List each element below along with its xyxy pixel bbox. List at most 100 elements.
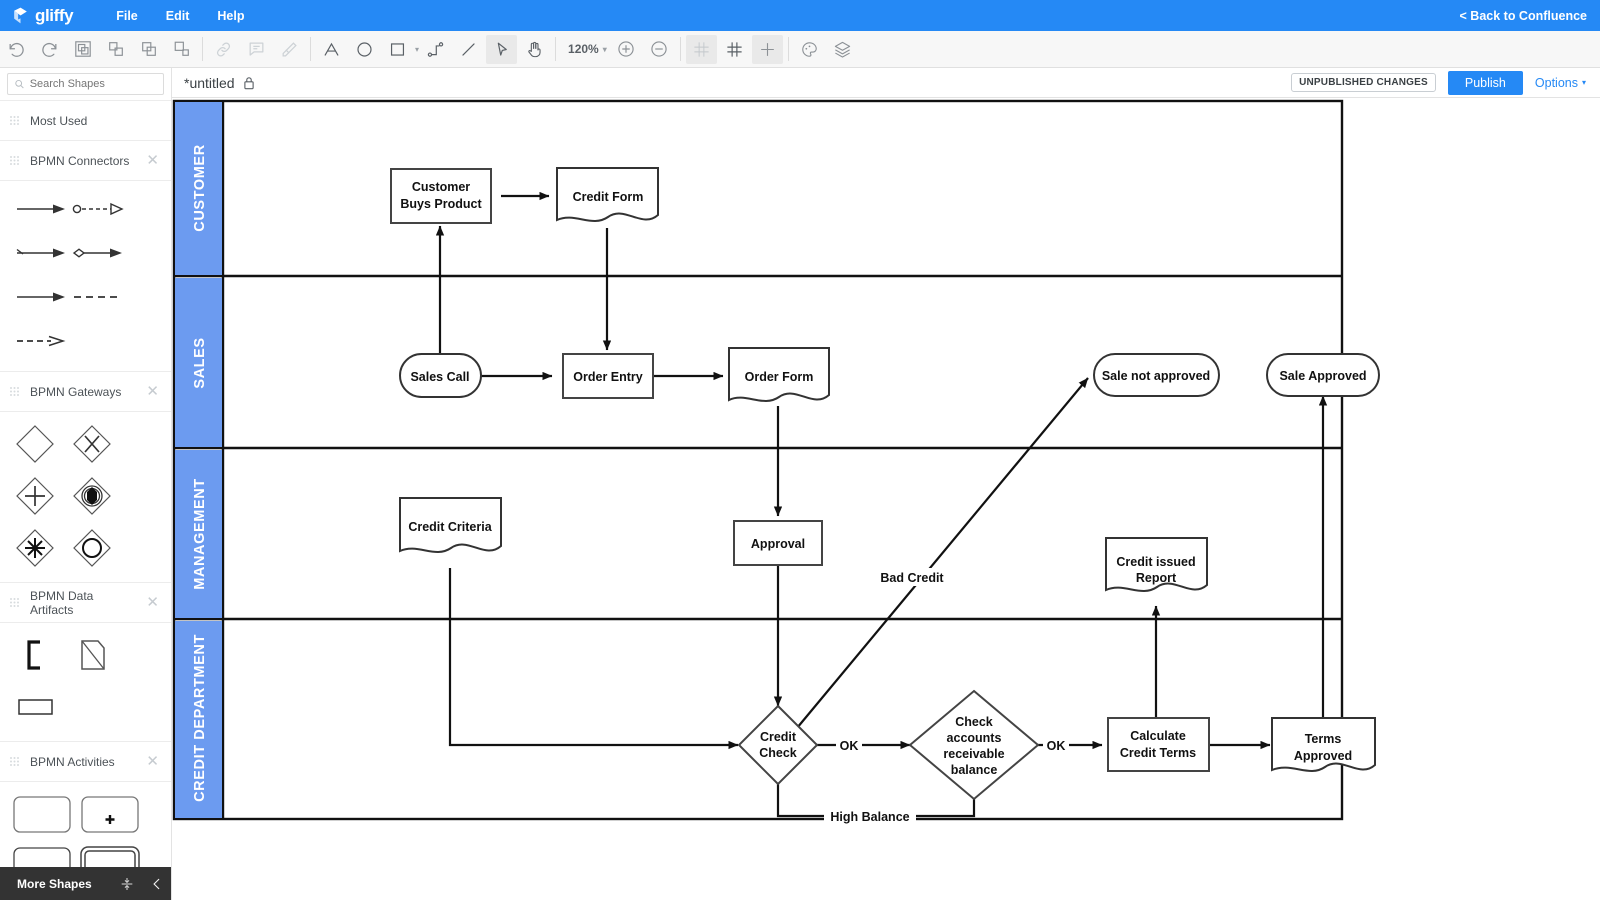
- shape-library-sidebar: Most Used BPMN Connectors ✕: [0, 68, 172, 900]
- snap-to-grid-icon[interactable]: [751, 34, 783, 64]
- shape-circle-dashed-open-arrow-connector[interactable]: [69, 187, 126, 231]
- edge-label: OK: [1047, 739, 1066, 753]
- redo-icon[interactable]: [34, 35, 65, 64]
- node-terms-approved[interactable]: Terms Approved: [1271, 717, 1376, 772]
- back-to-confluence-link[interactable]: < Back to Confluence: [1459, 8, 1587, 23]
- rectangle-icon[interactable]: [382, 35, 413, 64]
- undo-icon[interactable]: [1, 35, 32, 64]
- gliffy-logo[interactable]: gliffy: [0, 6, 74, 26]
- shape-conditional-arrow-connector[interactable]: [12, 231, 69, 275]
- shape-activity-task[interactable]: [8, 788, 76, 840]
- shape-gateway-exclusive-x[interactable]: [63, 418, 120, 470]
- comment-icon[interactable]: [241, 35, 272, 64]
- zoom-level-selector[interactable]: 120% ▾: [560, 42, 610, 56]
- shape-gateway-parallel-asterisk[interactable]: [6, 522, 63, 574]
- bring-to-front-icon[interactable]: [67, 35, 98, 64]
- menu-file[interactable]: File: [116, 8, 138, 23]
- zoom-level-value: 120%: [568, 42, 599, 56]
- chevron-left-icon[interactable]: [142, 877, 171, 891]
- shape-grid-bpmn-connectors: [0, 181, 171, 372]
- lane-header-management[interactable]: [175, 450, 222, 618]
- node-credit-issued-report[interactable]: Credit issued Report: [1105, 537, 1208, 592]
- layers-icon[interactable]: [827, 35, 858, 64]
- node-label: Buys Product: [400, 197, 482, 211]
- options-button[interactable]: Options ▾: [1535, 76, 1586, 90]
- eyedropper-icon[interactable]: [274, 35, 305, 64]
- zoom-out-icon[interactable]: [644, 35, 675, 64]
- node-credit-criteria[interactable]: Credit Criteria: [399, 497, 502, 553]
- edge-label: Bad Credit: [880, 571, 944, 585]
- menu-edit[interactable]: Edit: [165, 8, 190, 23]
- shape-data-store-rectangle[interactable]: [6, 681, 63, 733]
- connector-creditcriteria-to-creditcheck[interactable]: [448, 568, 739, 750]
- section-header-bpmn-activities[interactable]: BPMN Activities ✕: [0, 742, 171, 782]
- text-icon[interactable]: [316, 35, 347, 64]
- section-title-bpmn-connectors: BPMN Connectors: [30, 153, 130, 168]
- gliffy-logo-icon: [14, 7, 27, 24]
- search-shapes-box[interactable]: [7, 73, 164, 95]
- close-icon[interactable]: ✕: [146, 594, 159, 611]
- line-icon[interactable]: [453, 35, 484, 64]
- edge-label-high-balance: High Balance: [824, 807, 916, 825]
- node-credit-check[interactable]: Credit Check: [737, 704, 819, 786]
- section-header-bpmn-data-artifacts[interactable]: BPMN Data Artifacts ✕: [0, 583, 171, 623]
- send-to-back-icon[interactable]: [166, 35, 197, 64]
- close-icon[interactable]: ✕: [146, 753, 159, 770]
- shape-dashed-open-arrow-connector[interactable]: [12, 319, 69, 363]
- shape-data-object-folded[interactable]: [63, 629, 120, 681]
- node-check-accounts-receivable-balance[interactable]: Check accounts receivable balance: [908, 689, 1040, 801]
- node-sale-approved[interactable]: Sale Approved: [1266, 353, 1380, 397]
- pan-hand-icon[interactable]: [519, 35, 550, 64]
- ellipse-icon[interactable]: [349, 35, 380, 64]
- node-sales-call[interactable]: Sales Call: [399, 353, 482, 398]
- section-header-bpmn-connectors[interactable]: BPMN Connectors ✕: [0, 141, 171, 181]
- menu-help[interactable]: Help: [217, 8, 245, 23]
- link-icon[interactable]: [208, 35, 239, 64]
- shape-activity-task-plus[interactable]: [76, 788, 144, 840]
- shape-dashed-line-connector[interactable]: [69, 275, 126, 319]
- lane-header-customer[interactable]: [175, 102, 222, 275]
- shape-solid-arrow-connector[interactable]: [12, 187, 69, 231]
- node-calculate-credit-terms[interactable]: Calculate Credit Terms: [1107, 717, 1210, 772]
- section-header-most-used[interactable]: Most Used: [0, 101, 171, 141]
- lane-header-sales[interactable]: [175, 278, 222, 447]
- page-title[interactable]: *untitled: [184, 74, 235, 91]
- more-shapes-bar[interactable]: More Shapes: [0, 867, 171, 900]
- lock-icon[interactable]: [243, 76, 255, 90]
- bring-forward-icon[interactable]: [100, 35, 131, 64]
- zoom-in-icon[interactable]: [611, 35, 642, 64]
- close-icon[interactable]: ✕: [146, 383, 159, 400]
- shape-data-group-bracket[interactable]: [6, 629, 63, 681]
- shape-plain-arrow-connector[interactable]: [12, 275, 69, 319]
- toolbar-group-history: [0, 31, 66, 68]
- send-backward-icon[interactable]: [133, 35, 164, 64]
- node-order-entry[interactable]: Order Entry: [562, 353, 654, 399]
- toolbar-divider: [679, 37, 681, 61]
- rectangle-dropdown-caret[interactable]: ▾: [415, 44, 420, 54]
- node-sale-not-approved[interactable]: Sale not approved: [1093, 353, 1220, 397]
- select-cursor-icon[interactable]: [486, 34, 518, 64]
- grid-dark-icon[interactable]: [719, 35, 750, 64]
- shape-gateway-complex-circle[interactable]: [63, 522, 120, 574]
- palette-icon[interactable]: [794, 35, 825, 64]
- search-shapes-input[interactable]: [29, 78, 157, 90]
- chevron-down-icon: ▾: [1581, 78, 1586, 87]
- connector-creditcheck-to-salenotapproved[interactable]: [796, 377, 1089, 729]
- node-credit-form[interactable]: Credit Form: [556, 167, 659, 222]
- shape-diamond-arrow-connector[interactable]: [69, 231, 126, 275]
- section-header-bpmn-gateways[interactable]: BPMN Gateways ✕: [0, 372, 171, 412]
- shape-gateway-event-based[interactable]: [63, 470, 120, 522]
- shape-gateway-exclusive-blank[interactable]: [6, 418, 63, 470]
- close-icon[interactable]: ✕: [146, 152, 159, 169]
- edge-label: High Balance: [830, 810, 909, 824]
- node-approval[interactable]: Approval: [733, 520, 823, 566]
- shape-gateway-inclusive-plus[interactable]: [6, 470, 63, 522]
- node-order-form[interactable]: Order Form: [728, 347, 830, 402]
- elbow-connector-icon[interactable]: [420, 35, 451, 64]
- grid-light-icon[interactable]: [685, 34, 717, 64]
- publish-button[interactable]: Publish: [1447, 70, 1523, 95]
- diagram-canvas[interactable]: CUSTOMER SALES MANAGEMENT CREDIT DEPARTM…: [172, 98, 1600, 900]
- node-customer-buys-product[interactable]: Customer Buys Product: [390, 168, 492, 224]
- lane-header-credit-department[interactable]: [175, 621, 222, 818]
- collapse-vertical-icon[interactable]: [112, 876, 142, 892]
